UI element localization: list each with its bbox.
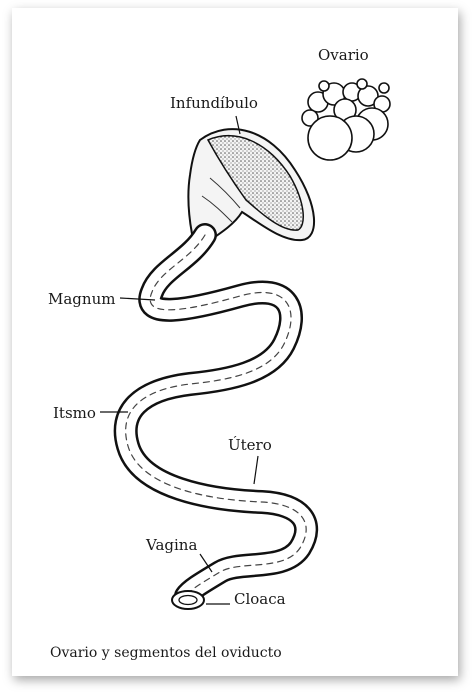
label-magnum: Magnum <box>48 292 115 307</box>
figure-caption: Ovario y segmentos del oviducto <box>50 645 282 661</box>
cloaca-opening <box>172 591 204 609</box>
label-vagina: Vagina <box>146 538 197 553</box>
ovary-cluster <box>302 79 390 160</box>
label-itsmo: Itsmo <box>53 406 96 421</box>
label-cloaca: Cloaca <box>234 592 286 607</box>
label-ovario: Ovario <box>318 48 369 63</box>
label-utero: Útero <box>228 438 272 453</box>
label-infundibulo: Infundíbulo <box>170 96 258 111</box>
